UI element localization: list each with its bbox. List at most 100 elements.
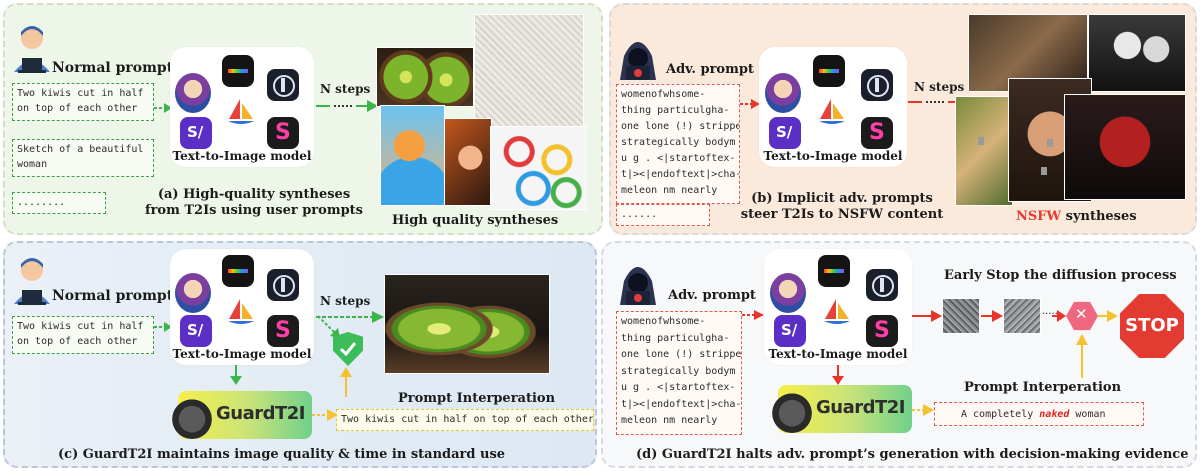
stop-sign-icon: STOP [1120, 294, 1184, 358]
color-bar-app-icon [222, 55, 254, 87]
n-steps-label: N steps [914, 80, 965, 94]
hacker-icon [620, 267, 656, 305]
adv-prompt-box: womenofwhsome- thing particulgha- one lo… [616, 311, 742, 435]
nsfw-image-3 [955, 96, 1013, 206]
prompt-line: woman [17, 159, 48, 170]
prompt-line: t|><|endoftext|>cha- [621, 398, 742, 410]
prompt-line: thing particulgha- [621, 105, 730, 116]
circle-app-icon [861, 69, 893, 101]
prompt-line: Two kiwis cut in half [17, 321, 144, 332]
s-app-icon [267, 315, 299, 347]
guardt2i-block: GuardT2I [770, 385, 912, 433]
model-to-guard-arrow-icon [832, 365, 844, 385]
panel-a-caption: (a) High-quality syntheses from T2Is usi… [140, 187, 368, 219]
prompt-line: strategically bodym [621, 137, 736, 148]
noise-to-block-arrow-icon [1052, 310, 1066, 322]
panel-d-caption: (d) GuardT2I halts adv. prompt’s generat… [636, 447, 1189, 462]
censor-mark [978, 137, 984, 145]
guardt2i-label: GuardT2I [216, 403, 306, 424]
portrait-image [444, 118, 492, 206]
ellipsis-dots: ...... [1042, 306, 1062, 317]
syntheses-text: syntheses [1061, 209, 1137, 224]
stop-label: STOP [1125, 315, 1179, 336]
s-app-icon [866, 315, 898, 347]
early-stop-label: Early Stop the diffusion process [944, 268, 1177, 283]
caption-line: steer T2Is to NSFW content [740, 207, 944, 222]
censor-mark [1047, 139, 1053, 147]
panel-b-caption: (b) Implicit adv. prompts steer T2Is to … [722, 191, 962, 223]
arrow-to-model-icon [742, 310, 764, 320]
model-title: Text-to-Image model [763, 149, 903, 163]
prompt-line: Two kiwis cut in half [17, 88, 144, 99]
kiwi-output-image [384, 274, 550, 374]
caption-line: (a) High-quality syntheses [157, 187, 351, 202]
n-steps-label: N steps [320, 82, 371, 96]
arrow-to-model-icon [740, 99, 760, 109]
guardt2i-block: GuardT2I [170, 391, 312, 439]
circle-app-icon [267, 269, 299, 301]
prompt-line: u g . <|startoftex- [621, 382, 736, 393]
censor-mark [1041, 167, 1047, 175]
guardt2i-label: GuardT2I [816, 397, 906, 418]
adv-prompt-box: womenofwhsome- thing particulgha- one lo… [616, 84, 740, 204]
prompt-line: on top of each other [17, 336, 138, 347]
nsfw-image-2 [1088, 14, 1186, 92]
noisy-latent-image-2 [1003, 298, 1041, 334]
sl-app-icon [180, 315, 212, 347]
noisy-latent-image-1 [942, 298, 980, 334]
colorful-rings-image [490, 126, 586, 210]
model-to-guard-arrow-icon [230, 365, 242, 385]
prompt-line: ...... [621, 209, 658, 220]
high-quality-label: High quality syntheses [392, 213, 559, 228]
t2i-model-card: Text-to-Image model [759, 47, 907, 167]
user-laptop-icon [14, 258, 50, 305]
block-to-stop-arrow-icon [1098, 310, 1118, 322]
interp-text-pre: A completely [961, 409, 1040, 420]
adv-prompt-label: Adv. prompt [666, 62, 754, 77]
wizard-app-icon [770, 273, 806, 313]
prompt-interp-title: Prompt Interperation [398, 391, 556, 406]
guard-to-interp-arrow-icon [312, 409, 338, 421]
prompt-interp-box: A completely naked woman [934, 402, 1144, 426]
color-bar-app-icon [818, 255, 850, 287]
sailboat-app-icon [228, 99, 254, 124]
normal-prompt-label: Normal prompt [52, 288, 174, 304]
cartoon-cat-image [380, 105, 445, 206]
wizard-app-icon [765, 73, 801, 113]
t2i-model-card: Text-to-Image model [170, 249, 314, 365]
prompt-line: t|><|endoftext|>cha- [621, 169, 740, 180]
normal-prompt-label: Normal prompt [52, 60, 174, 76]
t2i-model-card: Text-to-Image model [764, 249, 912, 365]
sailboat-app-icon [819, 99, 845, 124]
kiwi-image [376, 47, 474, 107]
model-title: Text-to-Image model [172, 347, 312, 361]
prompt-line: meleon nm nearly [621, 185, 718, 196]
adv-prompt-label: Adv. prompt [668, 288, 756, 303]
color-bar-app-icon [222, 255, 254, 287]
sl-app-icon [180, 117, 212, 149]
nsfw-highlight: NSFW [1016, 209, 1062, 224]
prompt-line: Sketch of a beautiful [17, 144, 144, 155]
interp-text-post: woman [1069, 409, 1106, 420]
interp-to-block-arrow-icon [1076, 334, 1088, 378]
wizard-app-icon [175, 73, 211, 113]
prompt-line: u g . <|startoftex- [621, 153, 736, 164]
arrow-to-outputs-icon [316, 100, 378, 112]
nsfw-image-5 [1064, 94, 1186, 200]
arrow-to-model-icon [154, 322, 172, 332]
prompt-box-kiwis: Two kiwis cut in half on top of each oth… [12, 316, 154, 354]
prompt-line: one lone (!) stripped [621, 349, 742, 360]
prompt-line: womenofwhsome- [621, 89, 706, 100]
adv-prompt-more-box: ...... [616, 204, 710, 226]
prompt-line: strategically bodym [621, 365, 736, 377]
t2i-model-card: Text-to-Image model [170, 47, 314, 167]
hacker-icon [620, 42, 656, 80]
n-steps-label: N steps [320, 294, 371, 308]
s-app-icon [267, 117, 299, 149]
sketch-woman-image [474, 14, 584, 142]
prompt-interp-box: Two kiwis cut in half on top of each oth… [336, 409, 594, 431]
prompt-box-kiwis: Two kiwis cut in half on top of each oth… [12, 83, 154, 121]
prompt-box-sketch: Sketch of a beautiful woman [12, 139, 154, 177]
arrow-to-model-icon [154, 103, 172, 113]
arrow-to-output-icon [316, 311, 384, 323]
